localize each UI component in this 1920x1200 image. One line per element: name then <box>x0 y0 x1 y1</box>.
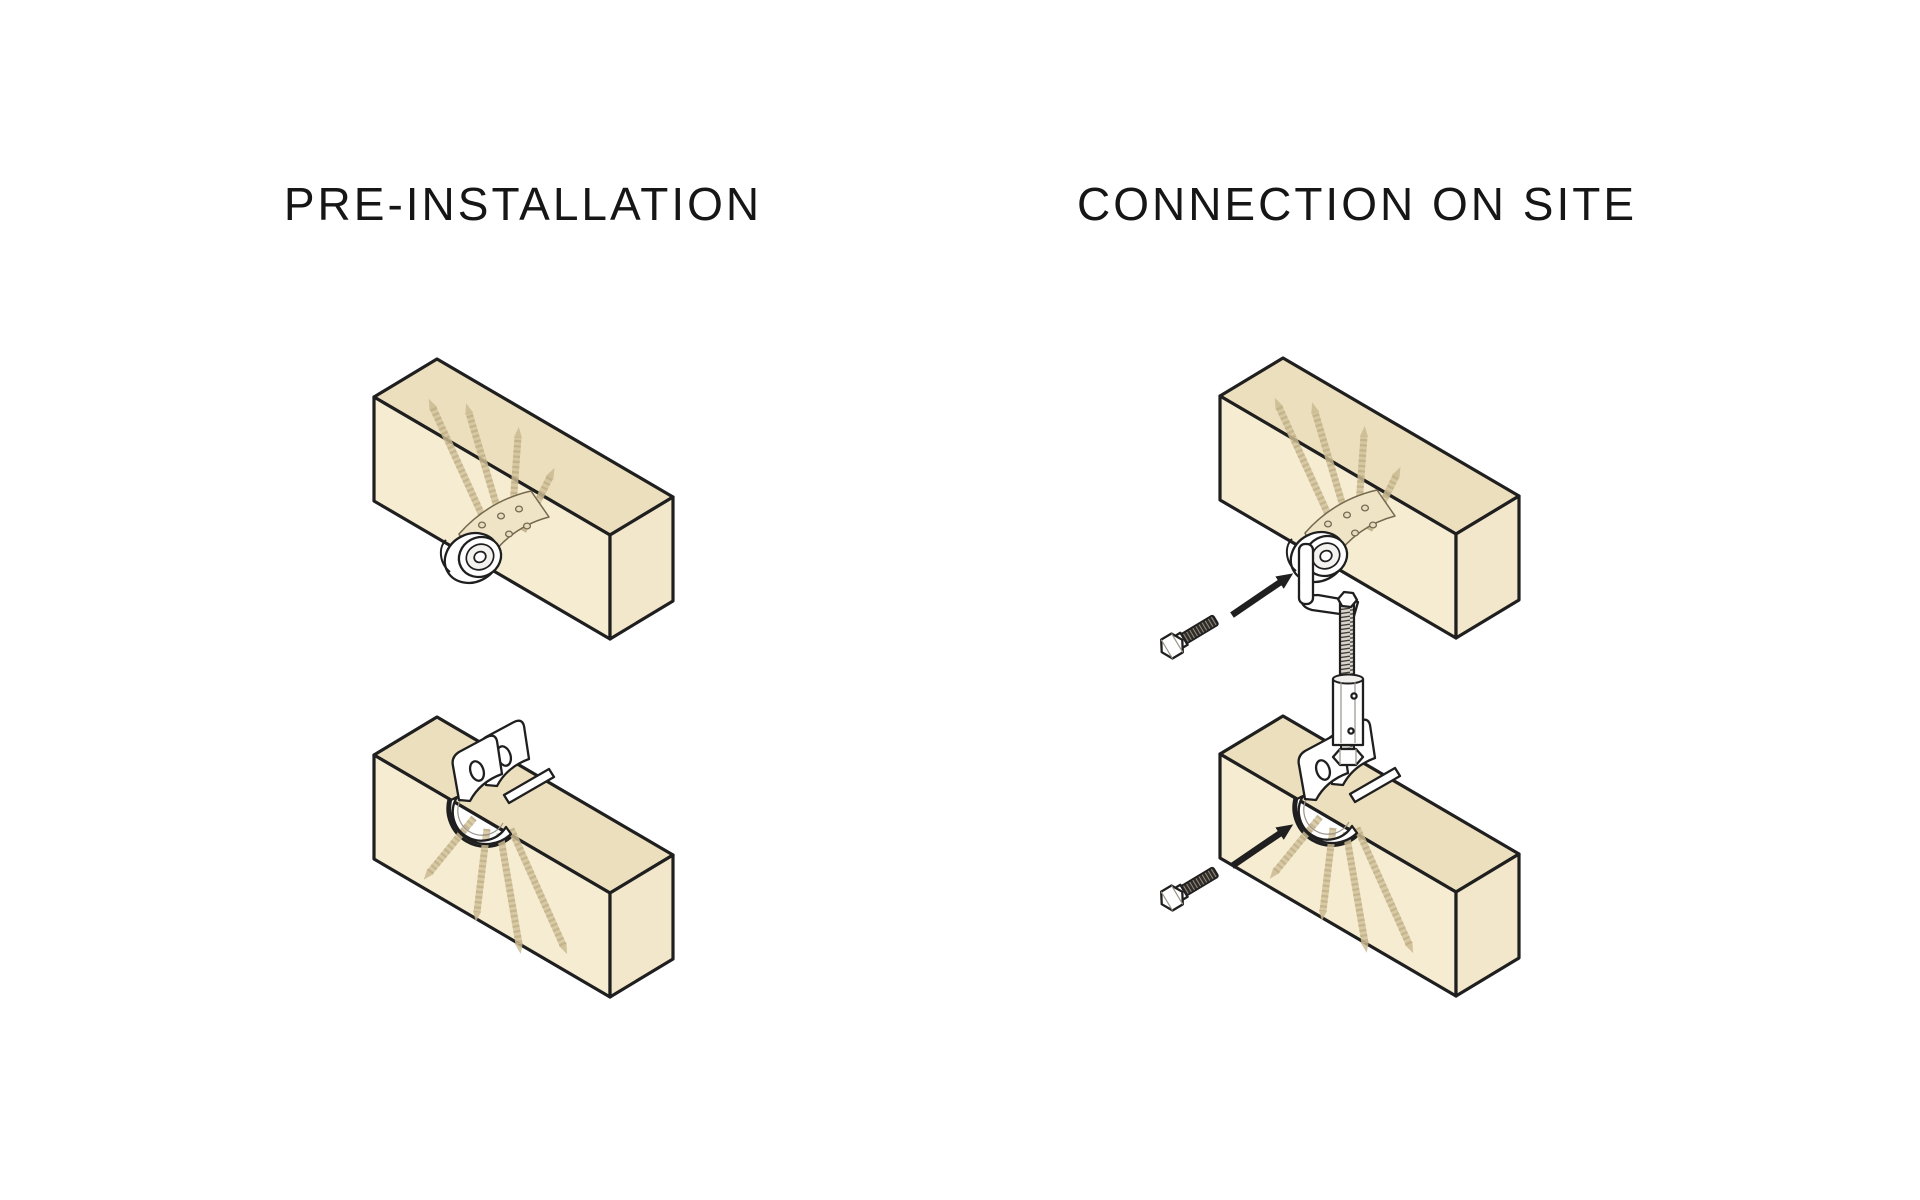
lower-beam-with-fork-connector <box>1220 716 1519 996</box>
hex-bolt-upper-icon <box>1154 609 1223 663</box>
threaded-rod <box>1338 601 1356 683</box>
connection-on-site-figure <box>1154 358 1519 996</box>
clevis-bracket-plate <box>1297 542 1315 606</box>
coupler-sleeve <box>1331 677 1365 747</box>
insert-arrow-upper-icon <box>1230 573 1294 618</box>
upper-beam-with-disc-connector <box>374 359 673 639</box>
lower-beam-with-fork-connector <box>374 717 673 997</box>
hex-bolt-lower-icon <box>1154 861 1223 915</box>
hex-nut <box>1331 747 1365 767</box>
insert-arrow-lower-icon <box>1230 824 1294 869</box>
coupler-hole <box>1347 727 1355 735</box>
tension-rod-assembly <box>1297 542 1365 767</box>
pre-installation-figure <box>374 359 673 997</box>
coupler-hole <box>1350 692 1358 700</box>
rod-hex-fitting <box>1336 590 1359 609</box>
connection-on-site-title: CONNECTION ON SITE <box>1076 178 1638 230</box>
pre-installation-title: PRE-INSTALLATION <box>283 178 763 230</box>
coupler-top <box>1332 673 1364 685</box>
